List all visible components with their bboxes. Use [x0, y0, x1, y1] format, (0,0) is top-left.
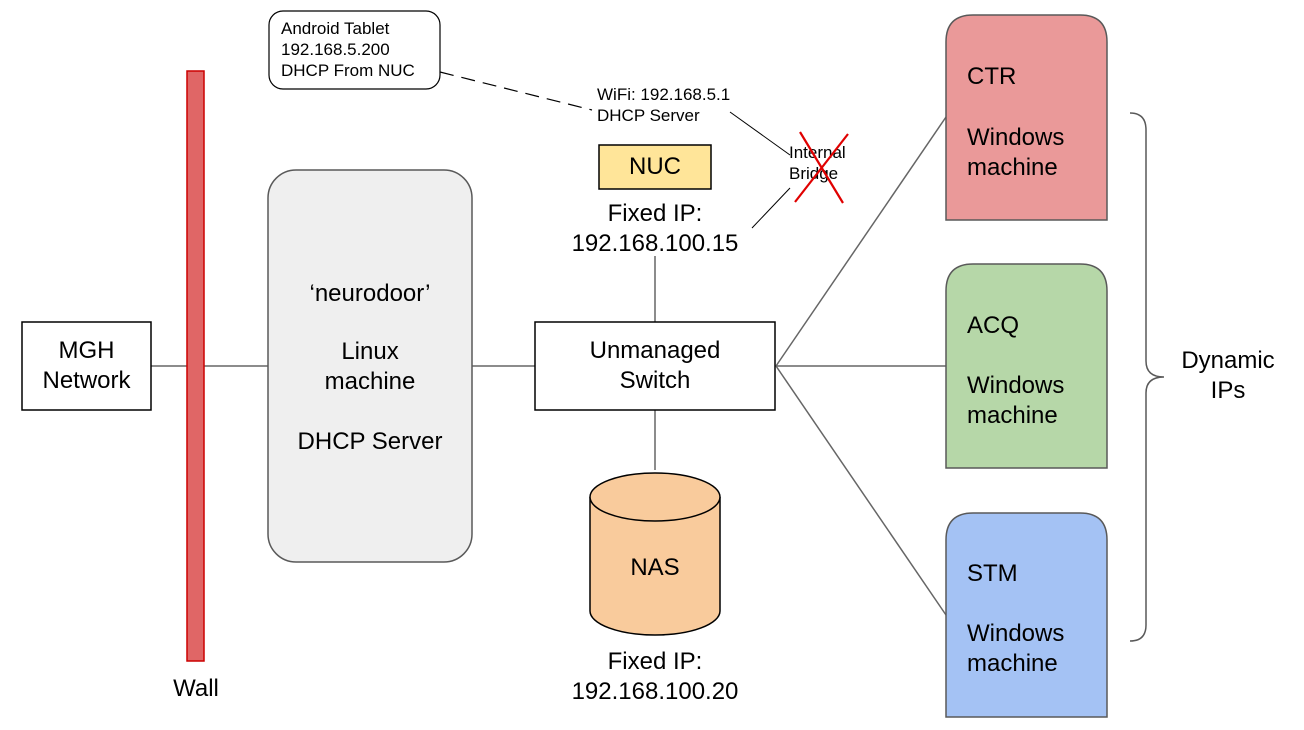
linux-name: ‘neurodoor’: [309, 280, 431, 307]
stm-name: STM: [967, 560, 1018, 587]
linux-role: DHCP Server: [297, 428, 443, 455]
acq-machine-box: [945, 263, 1108, 469]
nas-cylinder: [589, 472, 721, 636]
stm-os: Windows machine: [967, 620, 1065, 677]
wifi-to-bridge-line: [729, 111, 791, 156]
nuc-label: NUC: [629, 153, 681, 180]
switch-to-stm-line: [775, 365, 947, 616]
mgh-label-line2: Network: [42, 367, 131, 394]
mgh-network-label: MGH Network: [22, 322, 151, 410]
bridge-to-nuc-line: [751, 187, 791, 229]
ctr-name: CTR: [967, 63, 1017, 90]
stm-machine-box: [945, 512, 1108, 718]
ctr-os: Windows machine: [967, 124, 1065, 181]
linux-machine-box: [267, 169, 473, 563]
dynamic-ips-brace: [1129, 112, 1165, 642]
mgh-network-box: [21, 321, 152, 411]
tablet-callout: [268, 10, 441, 90]
acq-name: ACQ: [967, 312, 1020, 339]
nuc-box: [598, 144, 712, 190]
switch-box: [534, 321, 776, 411]
acq-os: Windows machine: [967, 372, 1065, 429]
nas-ip: Fixed IP: 192.168.100.20: [571, 648, 739, 705]
nuc-ip: Fixed IP: 192.168.100.15: [571, 200, 739, 257]
tablet-wifi-dashed-line: [439, 71, 593, 111]
nas-label: NAS: [630, 554, 680, 581]
switch-to-ctr-line: [775, 116, 947, 367]
ctr-machine-box: [945, 14, 1108, 221]
connectors: [151, 71, 947, 616]
mgh-label-line1: MGH: [58, 337, 115, 364]
linux-type: Linux machine: [324, 338, 416, 395]
bridge-label: Internal Bridge: [789, 143, 846, 183]
tablet-label: Android Tablet 192.168.5.200 DHCP From N…: [281, 18, 415, 80]
wall-bar: [186, 70, 205, 662]
switch-label: Unmanaged Switch: [589, 337, 721, 394]
wifi-label: WiFi: 192.168.5.1 DHCP Server: [597, 85, 731, 125]
wall-label: Wall: [173, 675, 219, 702]
dynamic-ips-label: Dynamic IPs: [1181, 347, 1275, 404]
